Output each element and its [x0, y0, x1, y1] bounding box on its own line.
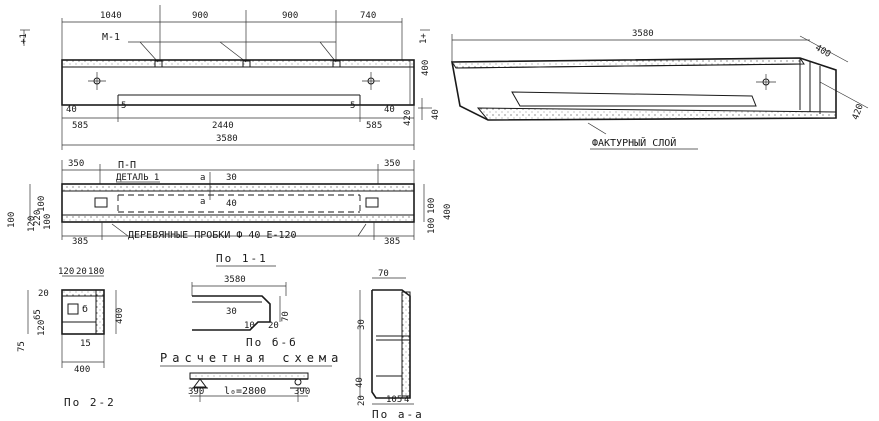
plan-right-dim-100a: 100 [427, 198, 437, 214]
front-right-dim-400: 400 [421, 60, 431, 76]
front-elevation: 1040 900 900 740 +1 1+ М-1 [19, 5, 441, 150]
front-bottom-dim-585-right: 585 [366, 121, 382, 131]
design-scheme: Расчетная схема 390 l₀=2800 390 [160, 351, 343, 402]
secaa-bottom-dim-105: 105 [386, 395, 402, 405]
secaa-top-dim: 70 [378, 269, 389, 279]
sec22-bottom-dim: 400 [74, 365, 90, 375]
plan-left-dim-220b: 220 [33, 210, 43, 226]
front-top-dim-3: 900 [282, 11, 298, 21]
scheme-span: l₀=2800 [224, 386, 266, 397]
sec22-small-dim: 15 [80, 339, 91, 349]
plan-left-dim-100c: 100 [43, 214, 53, 230]
scheme-title: Расчетная схема [160, 351, 343, 365]
plan-end-dim-right: 350 [384, 159, 400, 169]
secbb-length-dim: 3580 [224, 275, 246, 285]
plan-left-dim-120: 120 [27, 216, 37, 232]
front-top-dim-1: 1040 [100, 11, 122, 21]
secaa-caption: По а-а [372, 408, 424, 421]
front-small-dim-5-left: 5 [121, 101, 126, 111]
secaa-dim-40: 40 [355, 377, 365, 388]
secbb-caption: По б-б [246, 336, 298, 349]
sec22-mark: б [82, 303, 88, 315]
front-top-dim-2: 900 [192, 11, 208, 21]
plan-section-mark: П-П [118, 160, 136, 171]
iso-length-dim: 3580 [632, 29, 654, 39]
sec22-side-dim: 400 [115, 308, 125, 324]
iso-texture-label: ФАКТУРНЫЙ СЛОЙ [592, 136, 676, 149]
plan-left-dim-100a: 100 [37, 196, 47, 212]
plan-section-1-1: 350 350 П-П ДЕТАЛЬ 1 а 30 а 40 220 100 2… [7, 159, 453, 267]
sec22-left-dim-75: 75 [17, 341, 27, 352]
front-small-dim-5-right: 5 [350, 101, 355, 111]
secaa-dim-20: 20 [357, 395, 367, 406]
front-mark-m1: М-1 [102, 32, 120, 43]
secbb-dim-20: 20 [268, 321, 279, 331]
sec22-top-dim-1: 120 [58, 267, 74, 277]
front-level-left: +1 [19, 33, 29, 44]
secbb-dim-10: 10 [244, 321, 255, 331]
front-level-right: 1+ [419, 33, 429, 44]
front-right-lower-dim: 40 [431, 109, 441, 120]
plan-section-a-top: а [200, 173, 205, 183]
plan-bottom-dim-left: 385 [72, 237, 88, 247]
plan-dim-30: 30 [226, 173, 237, 183]
isometric-view: 3580 400 420 ФАКТУРНЫЙ СЛОЙ [451, 29, 869, 150]
scheme-right-dim: 390 [294, 387, 310, 397]
secaa-bottom-dim-4: 4 [404, 395, 409, 405]
scheme-left-dim: 390 [188, 387, 204, 397]
plan-right-dim-100b: 100 [427, 218, 437, 234]
plan-plug-label: ДЕРЕВЯННЫЕ ПРОБКИ Ф 40 Е-120 [128, 230, 297, 241]
iso-width-dim: 400 [813, 43, 832, 60]
plan-caption: По 1-1 [216, 252, 268, 265]
front-top-dim-4: 740 [360, 11, 376, 21]
section-bb: 3580 30 70 10 20 По б-б [191, 275, 298, 349]
sec22-left-dim-20: 20 [38, 289, 49, 299]
secaa-dim-30: 30 [357, 319, 367, 330]
sec22-left-dim-120: 120 [37, 320, 47, 336]
front-bottom-dim-585-left: 585 [72, 121, 88, 131]
section-aa: 70 30 40 20 105 4 По а-а [355, 269, 424, 421]
front-small-dim-40-right: 40 [384, 105, 395, 115]
secbb-dim-70: 70 [281, 311, 291, 322]
plan-bottom-dim-right: 385 [384, 237, 400, 247]
plan-end-dim-left: 350 [68, 159, 84, 169]
plan-right-dim-400: 400 [443, 204, 453, 220]
iso-height-dim: 420 [851, 103, 866, 122]
plan-dim-40: 40 [226, 199, 237, 209]
secbb-dim-30: 30 [226, 307, 237, 317]
front-small-dim-40-left: 40 [66, 105, 77, 115]
sec22-left-dim-65: 65 [33, 309, 43, 320]
plan-detail-mark: ДЕТАЛЬ 1 [116, 173, 159, 183]
sec22-caption: По 2-2 [64, 396, 116, 409]
plan-left-dim-100b: 100 [7, 212, 17, 228]
section-2-2: 120 20 180 б 20 65 75 120 400 15 400 По … [17, 267, 125, 409]
front-bottom-dim-2440: 2440 [212, 121, 234, 131]
sec22-top-dim-2: 20 [76, 267, 87, 277]
front-overall-dim: 3580 [216, 134, 238, 144]
sec22-top-dim-3: 180 [88, 267, 104, 277]
plan-section-a-mid: а [200, 197, 205, 207]
